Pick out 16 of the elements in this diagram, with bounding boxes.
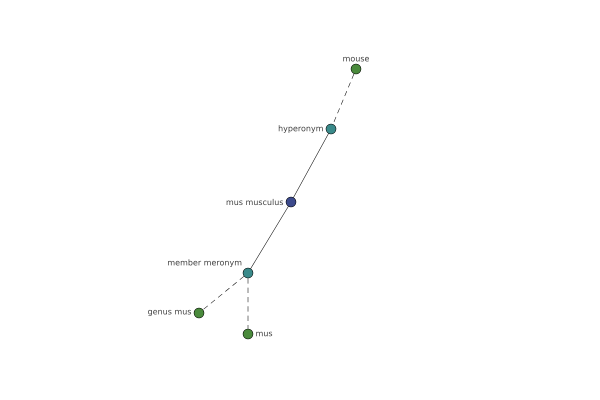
node-label: hyperonym — [278, 125, 323, 133]
graph-node: hyperonym — [278, 124, 336, 134]
connector-line — [202, 276, 244, 310]
connector-line — [332, 74, 354, 124]
graph-node: mus musculus — [226, 196, 296, 208]
node-label: member meronym — [168, 259, 242, 268]
graph-node: member meronym — [168, 259, 254, 278]
connector-line — [250, 206, 289, 269]
graph-node: genus mus — [148, 308, 204, 318]
node-label: mus musculus — [226, 198, 284, 206]
graph-node: mouse — [343, 56, 369, 74]
node-label: mus — [256, 332, 272, 336]
connector-line — [293, 133, 329, 198]
node-label: mouse — [343, 56, 370, 62]
node-label: genus mus — [148, 310, 192, 316]
graph-node: mus — [242, 328, 272, 340]
